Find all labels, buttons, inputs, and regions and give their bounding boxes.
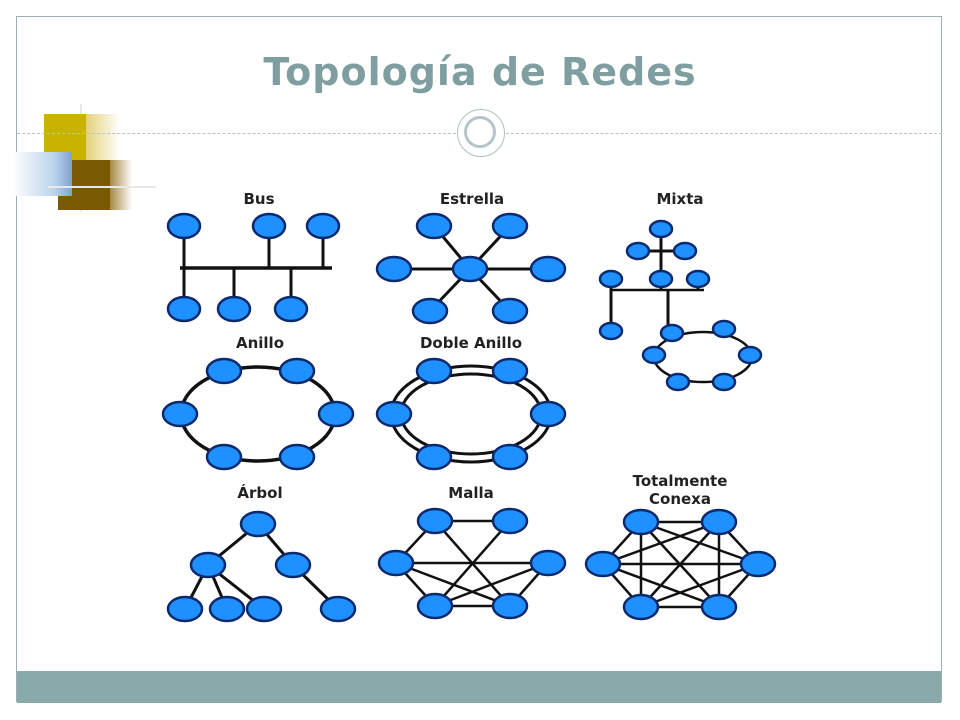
mesh-node: [491, 507, 529, 535]
tree-node: [274, 551, 312, 579]
tree-node: [245, 595, 283, 623]
mixed-node: [737, 345, 763, 365]
star-node: [491, 212, 529, 240]
bus-node: [166, 295, 202, 323]
mesh-node: [416, 592, 454, 620]
topology-svg: Bus Estrella Mixta Anillo Doble Anillo Á…: [161, 190, 777, 623]
bus-node: [166, 212, 202, 240]
full-mesh-link: [602, 562, 720, 609]
double-ring-outer-link: [389, 364, 553, 464]
mesh-node: [377, 549, 415, 577]
label-doble-anillo: Doble Anillo: [420, 334, 522, 352]
mesh-link: [395, 561, 511, 608]
title-ring-ornament: [457, 109, 505, 157]
ring-node: [278, 357, 316, 385]
star-node: [375, 255, 413, 283]
mixed-node: [711, 372, 737, 392]
decor-horizontal-line: [48, 186, 156, 188]
mixed-node: [648, 219, 674, 239]
double-ring-node: [491, 443, 529, 471]
ring-node: [317, 400, 355, 428]
full-mesh-node: [739, 550, 777, 578]
topology-diagram: Bus Estrella Mixta Anillo Doble Anillo Á…: [158, 184, 778, 634]
tree-node: [166, 595, 204, 623]
ring-node: [205, 443, 243, 471]
double-ring-node: [375, 400, 413, 428]
bus-node: [216, 295, 252, 323]
mixed-node: [672, 241, 698, 261]
ring-node: [205, 357, 243, 385]
mesh-node: [416, 507, 454, 535]
tree-node: [319, 595, 357, 623]
decor-brown-fade: [110, 160, 132, 210]
ring-node: [278, 443, 316, 471]
double-ring-node: [415, 443, 453, 471]
star-node: [415, 212, 453, 240]
tree-node: [189, 551, 227, 579]
decor-blue-gradient: [12, 152, 72, 196]
label-mixta: Mixta: [656, 190, 703, 208]
label-anillo: Anillo: [236, 334, 284, 352]
double-ring-inner-link: [399, 372, 543, 456]
full-mesh-node: [584, 550, 622, 578]
full-mesh-link: [602, 520, 720, 566]
mixed-node: [711, 319, 737, 339]
full-mesh-node: [622, 508, 660, 536]
label-totalmente: Totalmente: [633, 472, 728, 490]
label-conexa: Conexa: [649, 490, 711, 508]
full-mesh-node: [700, 593, 738, 621]
slide-title: Topología de Redes: [263, 50, 697, 94]
mixed-node: [659, 323, 685, 343]
bus-node: [273, 295, 309, 323]
full-mesh-node: [700, 508, 738, 536]
footer-bar: [17, 671, 941, 703]
title-divider-right: [506, 133, 942, 134]
star-node: [411, 297, 449, 325]
double-ring-node: [529, 400, 567, 428]
tree-node: [208, 595, 246, 623]
ring-link: [179, 365, 337, 463]
mixed-node: [625, 241, 651, 261]
decor-gold-fade: [86, 114, 120, 160]
bus-node: [251, 212, 287, 240]
network-nodes: [161, 212, 777, 623]
mixed-node: [598, 321, 624, 341]
label-arbol: Árbol: [237, 483, 282, 502]
label-malla: Malla: [448, 484, 493, 502]
mixed-node: [648, 269, 674, 289]
mesh-link: [434, 561, 549, 608]
double-ring-node: [415, 357, 453, 385]
full-mesh-node: [622, 593, 660, 621]
label-bus: Bus: [243, 190, 274, 208]
tree-node: [239, 510, 277, 538]
mesh-node: [491, 592, 529, 620]
bus-node: [305, 212, 341, 240]
mixed-node: [685, 269, 711, 289]
label-estrella: Estrella: [440, 190, 504, 208]
mixed-node: [598, 269, 624, 289]
mixed-node: [665, 372, 691, 392]
star-node: [491, 297, 529, 325]
star-hub-node: [451, 255, 489, 283]
star-node: [529, 255, 567, 283]
double-ring-node: [491, 357, 529, 385]
title-divider-left: [17, 133, 456, 134]
full-mesh-link: [640, 562, 759, 609]
ring-node: [161, 400, 199, 428]
mesh-node: [529, 549, 567, 577]
mixed-node: [641, 345, 667, 365]
